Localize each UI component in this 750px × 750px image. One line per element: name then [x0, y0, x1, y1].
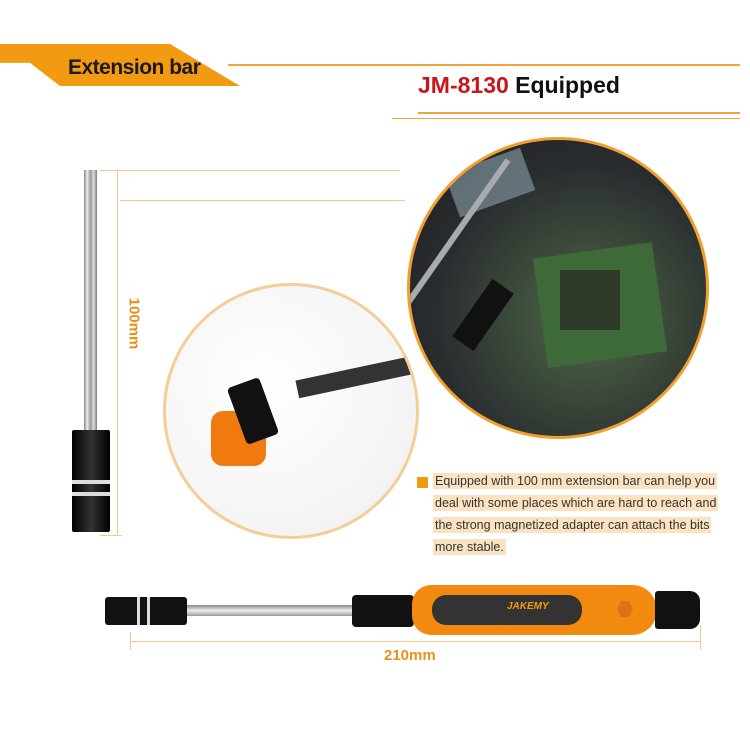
- dimension-line-horizontal: [130, 641, 700, 642]
- desc-line: Equipped with 100 mm extension bar can h…: [433, 473, 718, 489]
- desc-line: more stable.: [433, 539, 506, 555]
- tool-adapter: [352, 595, 414, 627]
- usage-photo-circle: [407, 137, 709, 439]
- screwdriver-handle: JAKEMY: [412, 585, 657, 635]
- extension-bar-shaft: [84, 170, 97, 432]
- divider: [392, 118, 740, 119]
- handle-cap: [655, 591, 700, 629]
- dimension-line-vertical: [117, 170, 118, 536]
- divider: [228, 64, 740, 66]
- page-title: JM-8130 Equipped: [418, 72, 620, 99]
- divider: [418, 112, 740, 114]
- bullet-icon: [417, 477, 428, 488]
- feature-description: Equipped with 100 mm extension bar can h…: [433, 470, 719, 558]
- tool-shaft: [187, 605, 352, 616]
- brand-logo: JAKEMY: [507, 601, 549, 612]
- hex-icon: [617, 601, 633, 617]
- tool-bar-end: [105, 597, 187, 625]
- model-number: JM-8130: [418, 72, 509, 98]
- extension-bar-handle: [72, 430, 110, 532]
- bar-length-label: 100mm: [125, 297, 143, 350]
- title-suffix: Equipped: [515, 72, 620, 98]
- desc-line: the strong magnetized adapter can attach…: [433, 517, 712, 533]
- desc-line: deal with some places which are hard to …: [433, 495, 719, 511]
- tool-length-label: 210mm: [384, 647, 436, 664]
- section-label: Extension bar: [68, 56, 201, 79]
- adapter-photo-circle: [163, 283, 419, 539]
